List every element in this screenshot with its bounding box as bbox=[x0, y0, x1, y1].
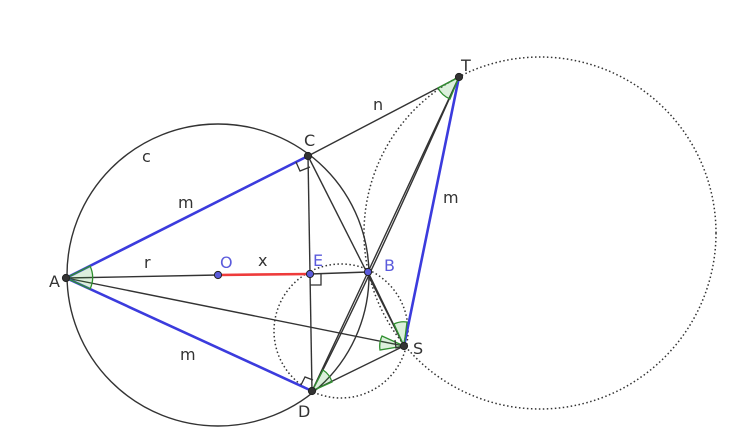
label-m-ac: m bbox=[178, 193, 194, 212]
label-m-ad: m bbox=[180, 345, 196, 364]
label-circle-c: c bbox=[142, 147, 151, 166]
right-angle-C bbox=[295, 161, 311, 172]
label-A: A bbox=[49, 272, 60, 291]
point-D bbox=[307, 386, 317, 396]
label-S: S bbox=[413, 339, 423, 358]
point-T bbox=[454, 72, 464, 82]
label-O: O bbox=[220, 253, 233, 272]
point-E bbox=[305, 269, 315, 279]
right-angle-E bbox=[310, 274, 322, 286]
angle-mark-S-lower bbox=[379, 335, 407, 351]
segment-AO bbox=[65, 274, 219, 279]
label-B: B bbox=[384, 256, 395, 275]
segment-AS bbox=[65, 277, 405, 347]
circle-dotted-large bbox=[363, 56, 717, 410]
angle-mark-T bbox=[437, 75, 461, 100]
angle-mark-S-upper bbox=[393, 321, 408, 349]
label-E: E bbox=[313, 251, 323, 270]
point-B bbox=[363, 267, 373, 277]
segment-DT-curve bbox=[311, 76, 460, 392]
label-x: x bbox=[258, 251, 267, 270]
angle-mark-D bbox=[310, 369, 333, 393]
segment-OE bbox=[217, 272, 311, 277]
angle-mark-A bbox=[64, 265, 94, 290]
right-angle-D bbox=[300, 376, 314, 386]
label-r: r bbox=[144, 253, 151, 272]
point-S bbox=[399, 341, 409, 351]
segment-BD bbox=[311, 271, 369, 392]
point-A bbox=[61, 273, 71, 283]
label-n: n bbox=[373, 95, 383, 114]
label-D: D bbox=[298, 402, 310, 421]
segment-EB bbox=[309, 271, 369, 275]
segment-TS bbox=[402, 76, 461, 347]
point-C bbox=[303, 151, 313, 161]
label-m-ts: m bbox=[443, 188, 459, 207]
label-T: T bbox=[460, 56, 471, 75]
segment-AD bbox=[65, 276, 313, 393]
point-O bbox=[213, 270, 223, 280]
label-C: C bbox=[304, 131, 315, 150]
segment-AC bbox=[65, 154, 309, 280]
segment-CT bbox=[307, 76, 460, 157]
